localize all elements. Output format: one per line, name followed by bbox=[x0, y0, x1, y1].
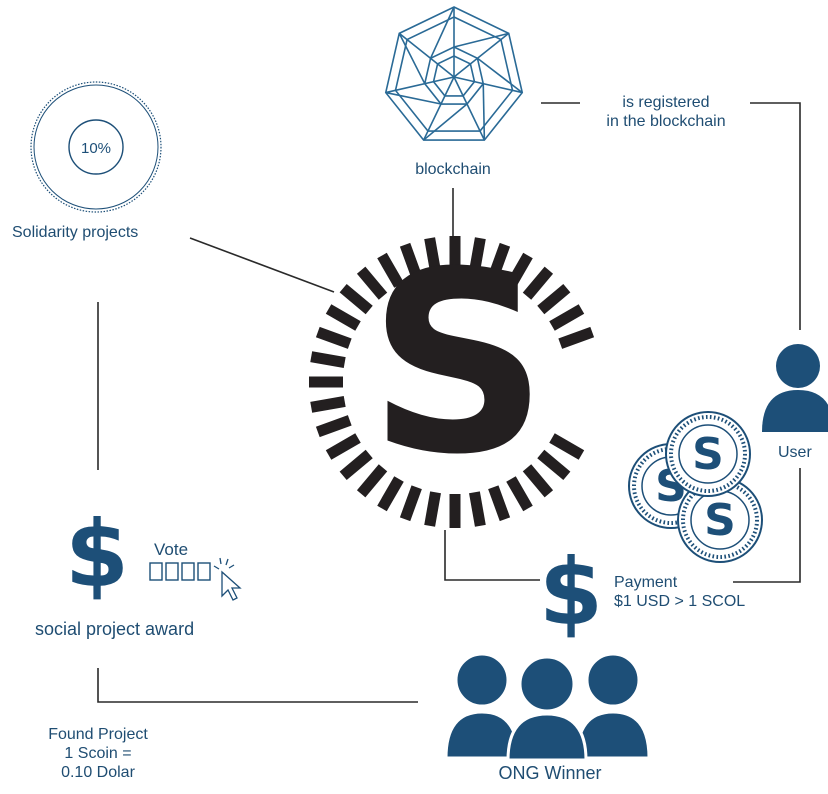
user-label: User bbox=[778, 444, 812, 461]
found-project-label: Found Project 1 Scoin = 0.10 Dolar bbox=[14, 725, 182, 782]
user-icon bbox=[762, 344, 828, 432]
logo-ring-dash bbox=[424, 491, 441, 527]
connector-solidarity-center bbox=[189, 237, 335, 293]
vote-boxes bbox=[149, 562, 211, 581]
blockchain-strand bbox=[482, 83, 486, 141]
coin-stack-icon: SSS bbox=[628, 411, 763, 563]
blockchain-ring bbox=[394, 16, 514, 132]
logo-ring-dash bbox=[488, 242, 511, 279]
coin-letter: S bbox=[692, 429, 724, 480]
winner-group-icon bbox=[444, 652, 651, 762]
logo-ring-dash bbox=[315, 326, 352, 349]
logo-ring-dash bbox=[522, 464, 554, 498]
logo-ring-dash bbox=[339, 283, 373, 315]
logo-ring-dash bbox=[537, 449, 571, 481]
connector-award-winner bbox=[97, 668, 418, 703]
solidarity-rings-icon: 10% bbox=[30, 81, 162, 213]
coin: S bbox=[677, 477, 763, 563]
logo-ring-dash bbox=[506, 476, 533, 512]
connector-payment-user bbox=[733, 468, 801, 583]
logo-ring-dash bbox=[356, 464, 388, 498]
blockchain-strand bbox=[476, 57, 523, 94]
blockchain-strand bbox=[423, 103, 468, 141]
solidarity-label: Solidarity projects bbox=[12, 224, 139, 241]
blockchain-strand bbox=[398, 32, 426, 85]
vote-label: Vote bbox=[154, 540, 189, 559]
logo-ring-dash bbox=[315, 415, 352, 438]
connector-lines bbox=[97, 102, 801, 703]
scoin-logo: S bbox=[309, 218, 595, 528]
found-project-line-3: 0.10 Dolar bbox=[61, 764, 135, 781]
logo-ring-dash bbox=[469, 237, 486, 273]
logo-ring-dash bbox=[377, 252, 404, 288]
logo-ring-dash bbox=[549, 304, 585, 331]
blockchain-spoke bbox=[453, 32, 510, 78]
blockchain-spoke bbox=[453, 76, 486, 141]
connector-center-payment bbox=[444, 530, 540, 581]
award-dollar-icon: $ bbox=[65, 501, 129, 608]
blockchain-ring bbox=[423, 46, 485, 105]
payment-dollar-icon: $ bbox=[539, 539, 603, 646]
blockchain-strand bbox=[429, 6, 455, 59]
blockchain-strand bbox=[453, 32, 509, 48]
payment-line-1: Payment bbox=[614, 574, 678, 591]
blockchain-spoke bbox=[398, 32, 455, 78]
registered-label: is registered in the blockchain bbox=[578, 93, 754, 131]
logo-ring-dash bbox=[310, 351, 346, 368]
coin-letter: S bbox=[704, 495, 736, 546]
logo-ring-dash bbox=[488, 485, 511, 522]
logo-ring-dash bbox=[399, 242, 422, 279]
found-project-line-2: 1 Scoin = bbox=[64, 745, 132, 762]
logo-ring-dash bbox=[377, 476, 404, 512]
blockchain-ring bbox=[384, 6, 524, 141]
logo-ring-dashes bbox=[309, 236, 595, 528]
blockchain-spoke bbox=[422, 76, 455, 141]
blockchain-label: blockchain bbox=[415, 161, 491, 178]
logo-ring-dash bbox=[469, 491, 486, 527]
logo-ring-dash bbox=[522, 266, 554, 300]
award-label: social project award bbox=[35, 619, 195, 639]
payment-line-2: $1 USD > 1 SCOL bbox=[614, 593, 746, 610]
blockchain-ring bbox=[432, 55, 476, 97]
connector-registered-user-2 bbox=[750, 102, 801, 330]
logo-ring-dash bbox=[356, 266, 388, 300]
logo-ring-dash bbox=[325, 433, 361, 460]
registered-line-1: is registered bbox=[622, 94, 710, 111]
logo-ring-dash bbox=[325, 304, 361, 331]
logo-ring-dash bbox=[399, 485, 422, 522]
payment-label: Payment $1 USD > 1 SCOL bbox=[614, 573, 745, 611]
registered-line-2: in the blockchain bbox=[606, 113, 726, 130]
logo-ring-dash bbox=[310, 396, 346, 413]
click-cursor-icon bbox=[213, 557, 242, 601]
found-project-line-1: Found Project bbox=[48, 726, 148, 743]
logo-ring-dash bbox=[424, 237, 441, 273]
blockchain-spoke bbox=[453, 76, 523, 94]
winner-label: ONG Winner bbox=[498, 763, 602, 783]
blockchain-strand bbox=[385, 91, 442, 105]
logo-ring-dash bbox=[506, 252, 533, 288]
logo-ring-dash bbox=[339, 449, 373, 481]
logo-ring-dash bbox=[537, 283, 571, 315]
logo-ring-dash bbox=[558, 326, 595, 349]
blockchain-icon bbox=[384, 6, 524, 141]
blockchain-spoke bbox=[385, 76, 455, 94]
logo-letter: S bbox=[368, 218, 548, 509]
solidarity-percent: 10% bbox=[81, 140, 111, 157]
coin: S bbox=[665, 411, 751, 497]
logo-ring-dash bbox=[549, 433, 585, 460]
